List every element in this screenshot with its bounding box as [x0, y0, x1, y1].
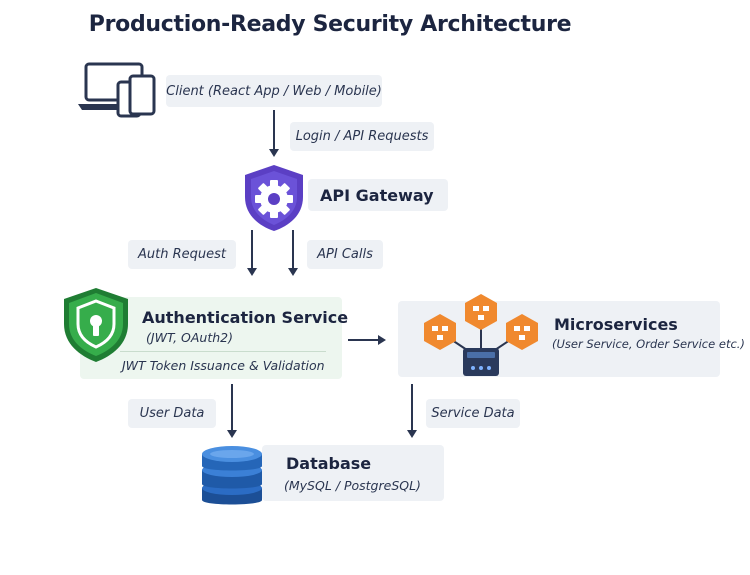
client-node: Client (React App / Web / Mobile): [166, 75, 382, 107]
hexagon-network-icon: [424, 294, 538, 376]
edge-label-user-data: User Data: [128, 399, 216, 428]
auth-service-divider: [120, 351, 326, 352]
edge-label-text: Login / API Requests: [295, 129, 429, 144]
database-title: Database: [286, 454, 372, 473]
microservices-subtitle: (User Service, Order Service etc.): [552, 337, 745, 351]
edge-label-text: API Calls: [317, 247, 373, 262]
api-gateway-node: API Gateway: [308, 179, 448, 211]
auth-service-footer: JWT Token Issuance & Validation: [122, 358, 325, 373]
edge-label-service-data: Service Data: [426, 399, 520, 428]
diagram-title: Production-Ready Security Architecture: [88, 12, 572, 37]
database-subtitle: (MySQL / PostgreSQL): [284, 478, 421, 493]
devices-icon: [78, 62, 156, 118]
server-box: [463, 348, 499, 376]
edge-label-text: Auth Request: [138, 247, 226, 262]
database-cylinder-icon: [202, 446, 262, 505]
api-gateway-label: API Gateway: [320, 186, 434, 205]
client-label: Client (React App / Web / Mobile): [166, 83, 382, 99]
microservices-title: Microservices: [554, 315, 678, 334]
edge-label-text: User Data: [139, 406, 205, 421]
hexagon-right: [506, 314, 538, 350]
edge-label-login-api-requests: Login / API Requests: [290, 122, 434, 151]
auth-service-subtitle: (JWT, OAuth2): [146, 330, 233, 345]
edge-label-text: Service Data: [431, 406, 515, 421]
gear-shield-icon: [245, 165, 303, 231]
edge-label-api-calls: API Calls: [307, 240, 383, 269]
hexagon-top: [465, 294, 497, 330]
database-node: Database (MySQL / PostgreSQL): [262, 445, 444, 501]
hexagon-left: [424, 314, 456, 350]
edge-label-auth-request: Auth Request: [128, 240, 236, 269]
auth-service-title: Authentication Service: [142, 308, 349, 327]
keyhole-shield-icon: [64, 288, 128, 362]
